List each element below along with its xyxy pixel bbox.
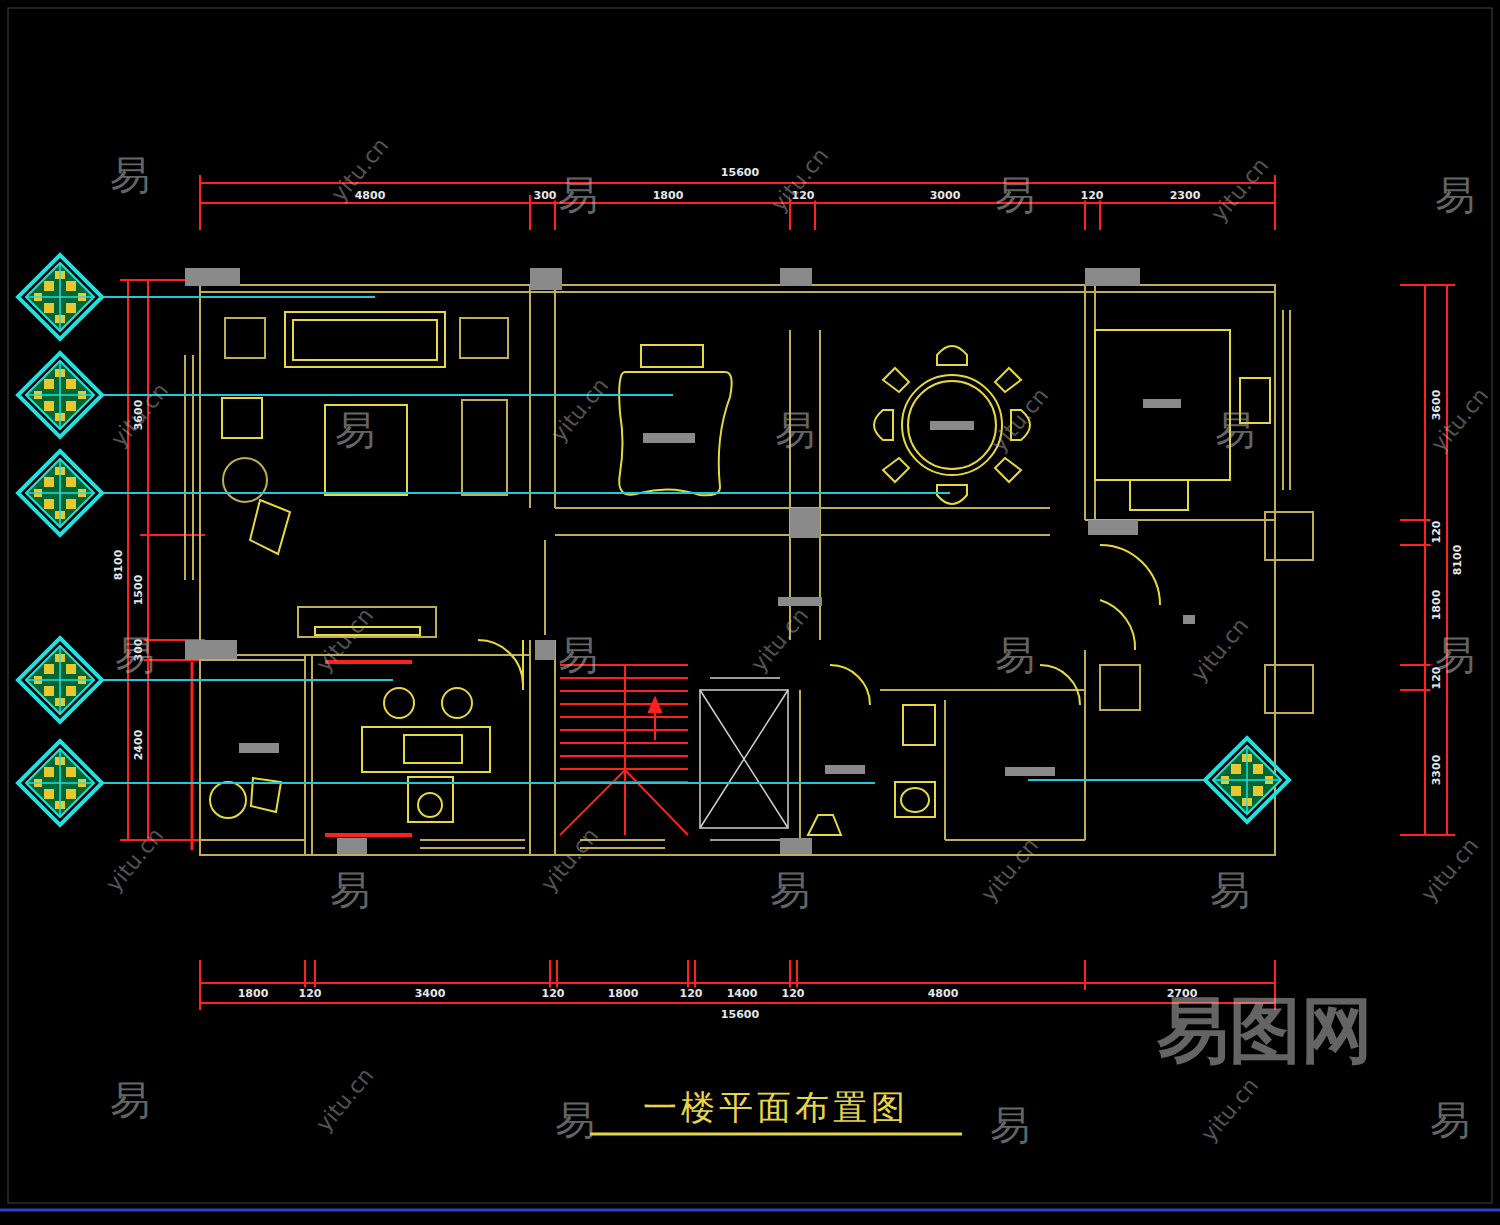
dimension-text: 8100 bbox=[113, 548, 124, 583]
watermark: yitu.cn bbox=[978, 834, 1043, 905]
dimension-text: 120 bbox=[297, 988, 324, 999]
watermark: yitu.cn bbox=[768, 144, 833, 215]
watermark: yitu.cn bbox=[313, 1064, 378, 1135]
watermark: 易 bbox=[335, 410, 375, 450]
dimension-text: 1800 bbox=[606, 988, 641, 999]
watermark: 易 bbox=[110, 1080, 150, 1120]
dimension-text: 3600 bbox=[1431, 388, 1442, 423]
dimension-text: 15600 bbox=[719, 1009, 761, 1020]
dimension-text: 3400 bbox=[413, 988, 448, 999]
dimension-text: 8100 bbox=[1452, 543, 1463, 578]
dimension-text: 120 bbox=[1079, 190, 1106, 201]
watermark: 易 bbox=[770, 870, 810, 910]
watermark: 易 bbox=[115, 635, 155, 675]
dimension-text: 15600 bbox=[719, 167, 761, 178]
dimension-text: 120 bbox=[780, 988, 807, 999]
dimension-text: 1500 bbox=[133, 573, 144, 608]
watermark: yitu.cn bbox=[313, 604, 378, 675]
dimension-text: 4800 bbox=[926, 988, 961, 999]
watermark: 易 bbox=[995, 635, 1035, 675]
dimension-text: 120 bbox=[540, 988, 567, 999]
dimension-text: 1400 bbox=[725, 988, 760, 999]
dimension-text: 1800 bbox=[651, 190, 686, 201]
watermark: yitu.cn bbox=[988, 384, 1053, 455]
watermark: 易 bbox=[990, 1105, 1030, 1145]
watermark: 易 bbox=[558, 175, 598, 215]
watermark: yitu.cn bbox=[548, 374, 613, 445]
drawing-title: 一楼平面布置图 bbox=[643, 1085, 909, 1131]
dimension-text: 300 bbox=[532, 190, 559, 201]
watermark-logo: 易图网 bbox=[1157, 994, 1373, 1066]
watermark: 易 bbox=[1215, 410, 1255, 450]
watermark: 易 bbox=[1435, 635, 1475, 675]
watermark: yitu.cn bbox=[748, 604, 813, 675]
dimension-text: 2400 bbox=[133, 728, 144, 763]
dimension-text: 3300 bbox=[1431, 753, 1442, 788]
dimension-text: 2300 bbox=[1168, 190, 1203, 201]
watermark: 易 bbox=[558, 635, 598, 675]
watermark: 易 bbox=[1210, 870, 1250, 910]
watermark: yitu.cn bbox=[1198, 1074, 1263, 1145]
watermark: yitu.cn bbox=[1418, 834, 1483, 905]
watermark: yitu.cn bbox=[103, 824, 168, 895]
watermark: 易 bbox=[1430, 1100, 1470, 1140]
watermark: 易 bbox=[995, 175, 1035, 215]
watermark: yitu.cn bbox=[1208, 154, 1273, 225]
watermark: yitu.cn bbox=[538, 824, 603, 895]
dimension-text: 1800 bbox=[236, 988, 271, 999]
dimension-text: 1800 bbox=[1431, 588, 1442, 623]
dimension-text: 3000 bbox=[928, 190, 963, 201]
watermark: 易 bbox=[1435, 175, 1475, 215]
watermark: 易 bbox=[330, 870, 370, 910]
watermark: 易 bbox=[775, 410, 815, 450]
dimension-text: 120 bbox=[678, 988, 705, 999]
watermark: yitu.cn bbox=[108, 379, 173, 450]
dimension-text: 120 bbox=[1431, 519, 1442, 546]
dimension-text: 4800 bbox=[353, 190, 388, 201]
watermark: 易 bbox=[110, 155, 150, 195]
watermark: yitu.cn bbox=[1188, 614, 1253, 685]
watermark: 易 bbox=[555, 1100, 595, 1140]
